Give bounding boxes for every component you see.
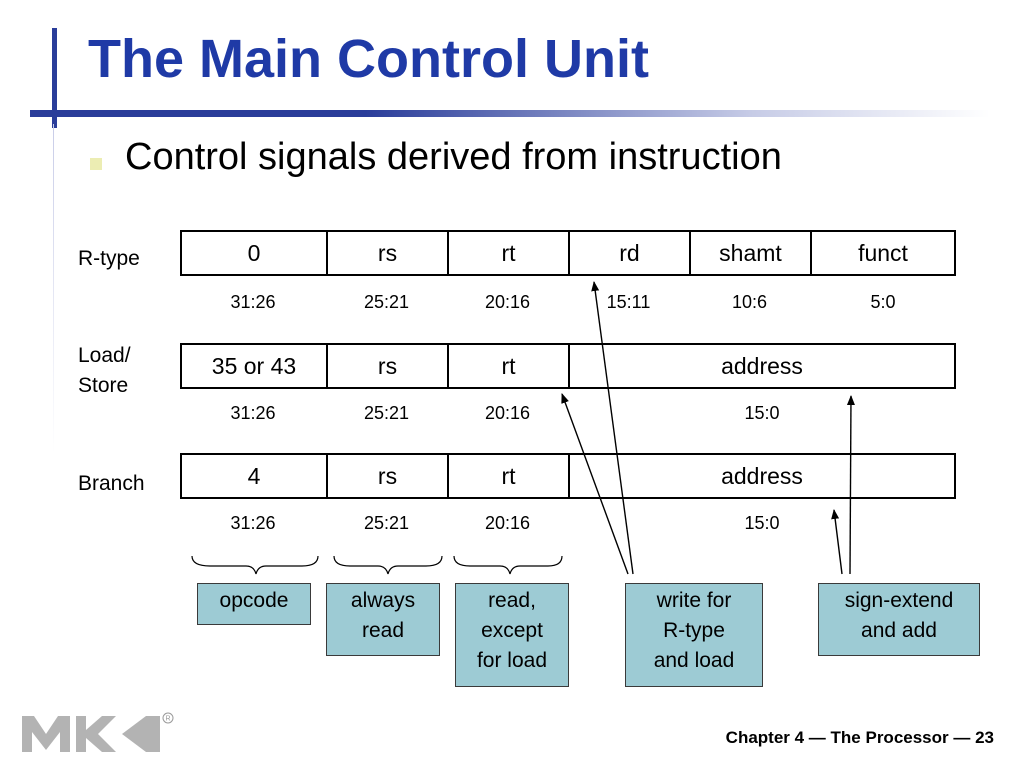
bullet-text: Control signals derived from instruction (125, 136, 782, 178)
opcode-note: opcode (197, 583, 311, 625)
load-store-rt-field: rt (449, 345, 570, 387)
load-store-address-field: address (721, 352, 803, 379)
bit-range: 31:26 (230, 513, 276, 533)
read-except-for-load-note: read, except for load (455, 583, 569, 687)
bit-range: 10:6 (731, 292, 768, 312)
bit-range: 5:0 (870, 292, 896, 312)
load-store-opcode-field: 35 or 43 (182, 345, 328, 387)
r-type-bit-ranges: 31:26 25:21 20:16 15:11 10:6 5:0 (180, 292, 956, 313)
branch-bit-ranges: 31:26 25:21 20:16 15:0 (180, 513, 956, 534)
bit-range: 25:21 (363, 513, 410, 533)
slide-title: The Main Control Unit (88, 29, 649, 89)
write-for-r-type-and-load-note: write for R-type and load (625, 583, 763, 687)
svg-text:R: R (165, 716, 170, 723)
load-store-format: 35 or 43 rs rt address (180, 343, 956, 389)
arrow-write-to-rt (561, 393, 629, 575)
bullet-square-icon (90, 158, 102, 170)
load-store-label: Load/ Store (78, 344, 131, 397)
bit-range: 31:26 (230, 292, 276, 312)
slide-footer: Chapter 4 — The Processor — 23 (725, 728, 994, 747)
bit-range: 25:21 (363, 292, 410, 312)
r-type-label: R-type (78, 247, 140, 270)
r-type-opcode-field: 0 (182, 232, 328, 274)
bit-range: 15:11 (606, 292, 651, 312)
load-store-rs-field: rs (328, 345, 449, 387)
bit-range: 20:16 (484, 513, 531, 533)
always-read-note: always read (326, 583, 440, 656)
r-type-funct-field: funct (858, 239, 908, 266)
r-type-format: 0 rs rt rd shamt funct (180, 230, 956, 276)
title-accent-vertical-line (53, 124, 54, 454)
branch-format: 4 rs rt address (180, 453, 956, 499)
load-store-bit-ranges: 31:26 25:21 20:16 15:0 (180, 403, 956, 424)
r-type-shamt-field: shamt (691, 232, 812, 274)
r-type-rd-field: rd (570, 232, 691, 274)
rt-brace (453, 555, 563, 575)
rs-brace (333, 555, 443, 575)
bit-range: 20:16 (484, 403, 531, 423)
r-type-rs-field: rs (328, 232, 449, 274)
bit-range: 25:21 (363, 403, 410, 423)
bit-range: 31:26 (230, 403, 276, 423)
title-accent-vertical-bar (52, 28, 57, 128)
r-type-rt-field: rt (449, 232, 570, 274)
bit-range: 15:0 (744, 403, 780, 423)
bit-range: 15:0 (744, 513, 780, 533)
branch-rt-field: rt (449, 455, 570, 497)
branch-opcode-field: 4 (182, 455, 328, 497)
arrow-sign-extend-load (846, 395, 855, 575)
branch-label: Branch (78, 472, 145, 495)
branch-rs-field: rs (328, 455, 449, 497)
arrow-write-to-rd (591, 281, 634, 575)
publisher-logo: R (22, 712, 174, 752)
arrow-sign-extend-branch (831, 509, 843, 575)
title-accent-horizontal-bar (30, 110, 990, 117)
opcode-brace (191, 555, 319, 575)
sign-extend-and-add-note: sign-extend and add (818, 583, 980, 656)
bit-range: 20:16 (484, 292, 531, 312)
branch-address-field: address (721, 462, 803, 489)
